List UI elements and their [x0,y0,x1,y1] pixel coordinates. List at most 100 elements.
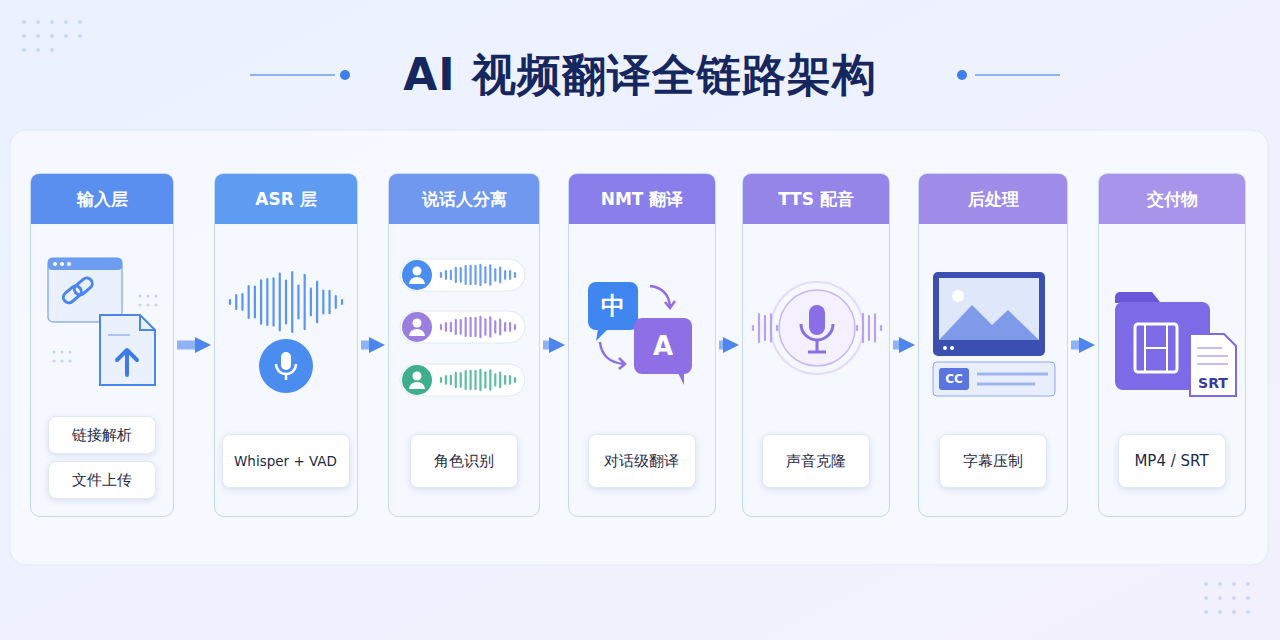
speaker-icon-shape-shape [409,382,425,389]
speaker-icon-shape-shape [409,277,425,284]
input-icon-shape [60,262,64,266]
wave-bar [285,281,287,324]
wave-bar [445,323,447,331]
speaker-icon-shape [402,365,432,395]
step-label: 字幕压制 [963,452,1023,471]
speaker-icon-shape-shape [413,267,422,276]
step-label: MP4 / SRT [1134,452,1208,470]
wave-bar [316,282,318,323]
input-icon-shape-shape [154,303,157,306]
wave-bar [455,373,457,387]
voice-wave [753,314,777,342]
wave-bar [260,280,262,324]
wave-bar [504,323,506,331]
step-label: 链接解析 [72,426,132,445]
delivery-icon-shape [1145,347,1167,349]
wave-bar [229,300,231,304]
post-icon-shape [950,346,954,350]
corner-dots-shape [22,34,26,38]
wave-bar [248,286,250,318]
wave-bar [484,372,486,387]
corner-dots-shape [50,48,54,52]
delivery-icon-shape [1115,292,1160,303]
input-icon-shape [108,334,130,336]
wave-bar [440,378,442,382]
step-label-box: 声音克隆 [762,434,870,488]
speaker-icon-shape-shape [413,319,422,328]
tts-icon-shape [753,314,881,342]
speaker-wave [441,370,515,391]
asr-icon [230,272,342,393]
tts-icon-shape [816,340,819,352]
wave-bar [494,269,496,280]
wave-bar [297,286,299,319]
translate-icon-shape [665,301,675,308]
flow-arrow [177,341,195,350]
translate-icon-shape [596,329,608,341]
speaker-icon-shape-shape [409,329,425,336]
input-icon-shape-shape [60,359,63,362]
step-label-box: 链接解析 [48,416,156,454]
corner-dots-shape [1218,610,1222,614]
stage-card: ASR 层Whisper + VAD [214,173,358,517]
post-icon-shape [939,368,969,390]
stage-card: 交付物MP4 / SRT [1098,173,1246,517]
wave-bar [514,273,516,277]
asr-icon-shape [230,272,342,332]
post-icon-shape [939,278,1039,340]
wave-bar [440,325,442,329]
stage-card: 后处理字幕压制 [918,173,1068,517]
wave-bar [341,300,343,304]
delivery-icon-shape [1197,355,1228,357]
wave-bar [758,314,760,342]
wave-bar [322,291,324,314]
wave-bar [279,274,281,331]
tts-icon-shape [809,305,825,335]
main-panel [10,130,1268,565]
step-label-box: 对话级翻译 [588,434,696,488]
speaker-icon-shape [402,260,432,290]
tts-icon-shape [779,290,855,366]
wave-bar [484,267,486,282]
post-icon-shape [939,305,1039,340]
wave-bar [440,273,442,277]
input-icon-shape [48,258,122,270]
delivery-icon [1115,292,1236,396]
wave-bar [465,266,467,284]
card-fills-shape [742,173,890,517]
corner-dots-shape [36,48,40,52]
corner-dots-shape [36,20,40,24]
wave-bar [460,373,462,387]
wave-bar [328,291,330,314]
post-icon-shape [977,383,1035,386]
speaker-wave [441,317,515,338]
corner-dots-shape [22,48,26,52]
wave-bar [862,314,864,342]
speaker-wave [441,265,515,286]
wave-bar [272,278,274,325]
wave-bar [499,373,501,388]
wave-bar [489,265,491,284]
step-label-box: 字幕压制 [939,434,1047,488]
post-icon-shape [933,272,1045,356]
wave-bar [489,370,491,389]
speaker-icon-shape [400,364,525,396]
wave-bar [445,376,447,384]
post-icon-shape [952,290,964,302]
card-fills-shape [1098,173,1246,517]
diagram-title: AI 视频翻译全链路架构 [0,46,1280,105]
card-fills-shape [388,173,540,517]
wave-bar [489,317,491,336]
translate-icon [588,282,692,385]
card-fills [30,173,1246,517]
corner-dots-shape [64,20,68,24]
input-icon-shape-shape [154,294,157,297]
delivery-icon-shape [1197,347,1222,349]
wave-bar [856,326,858,330]
wave-bar [235,295,237,309]
tts-icon-shape [801,324,833,340]
wave-bar [450,271,452,279]
corner-dots-shape [1204,610,1208,614]
wave-bar [514,378,516,382]
wave-bar [509,323,511,331]
